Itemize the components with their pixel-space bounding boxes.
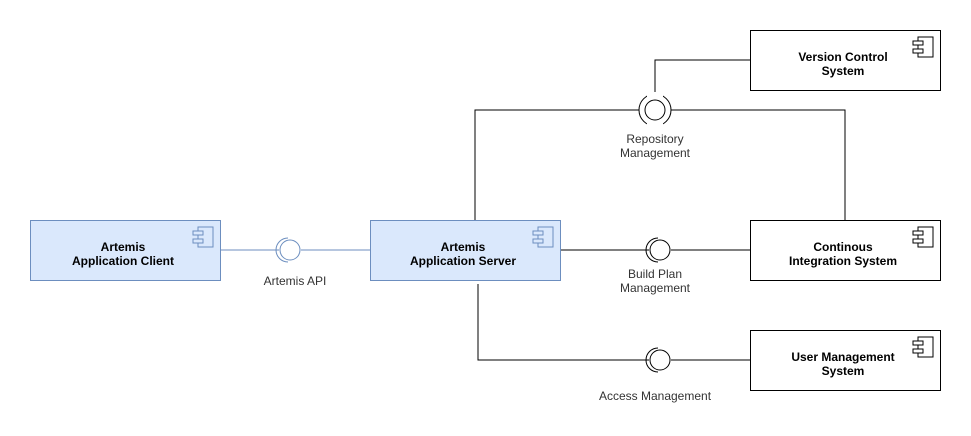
- connector-repository-ci: [670, 109, 846, 220]
- socket-symbol: [645, 347, 659, 373]
- ball-symbol: [644, 99, 666, 121]
- interface-label: Artemis API: [264, 274, 327, 288]
- connector-server-access: [477, 284, 649, 361]
- component-box: [750, 330, 941, 391]
- component-title-line2: System: [822, 364, 865, 378]
- interface-label-line1: Repository: [626, 132, 683, 146]
- interface-access-management: Access Management: [599, 347, 712, 403]
- interface-label-line1: Build Plan: [628, 267, 682, 281]
- component-title-line1: Artemis: [441, 240, 486, 254]
- component-title-line2: Application Client: [72, 254, 174, 268]
- interface-label-line2: Management: [620, 146, 691, 160]
- component-icon: [532, 226, 554, 248]
- interface-repository-management: Repository Management: [620, 92, 691, 160]
- component-title-line1: Version Control: [798, 50, 887, 64]
- interface-artemis-api: Artemis API: [264, 237, 327, 288]
- component-continuous-integration-system: Continous Integration System: [750, 220, 941, 281]
- component-icon: [912, 226, 934, 248]
- component-title-line1: User Management: [791, 350, 894, 364]
- component-box: [30, 220, 221, 281]
- ball-symbol: [649, 239, 671, 261]
- component-icon: [912, 36, 934, 58]
- component-icon: [912, 336, 934, 358]
- socket-symbol: [645, 237, 659, 263]
- component-title-line2: Application Server: [410, 254, 516, 268]
- component-version-control-system: Version Control System: [750, 30, 941, 91]
- interface-label-line2: Management: [620, 281, 691, 295]
- component-title-line2: System: [822, 64, 865, 78]
- component-artemis-application-server: Artemis Application Server: [370, 220, 561, 281]
- connector-server-repository: [474, 109, 641, 220]
- component-title-line1: Continous: [813, 240, 873, 254]
- component-title-line1: Artemis: [101, 240, 146, 254]
- component-icon: [192, 226, 214, 248]
- ball-symbol: [649, 349, 671, 371]
- ball-symbol: [279, 239, 301, 261]
- component-box: [750, 220, 941, 281]
- socket-gap-top: [647, 92, 663, 100]
- component-box: [750, 30, 941, 91]
- interface-build-plan-management: Build Plan Management: [620, 237, 691, 295]
- socket-symbol: [275, 237, 289, 263]
- component-box: [370, 220, 561, 281]
- connectors: [220, 59, 846, 361]
- interface-label: Access Management: [599, 389, 712, 403]
- component-title-line2: Integration System: [789, 254, 897, 268]
- component-artemis-application-client: Artemis Application Client: [30, 220, 221, 281]
- component-user-management-system: User Management System: [750, 330, 941, 391]
- connector-repository-vcs: [654, 59, 750, 99]
- socket-gap-bottom: [647, 120, 663, 128]
